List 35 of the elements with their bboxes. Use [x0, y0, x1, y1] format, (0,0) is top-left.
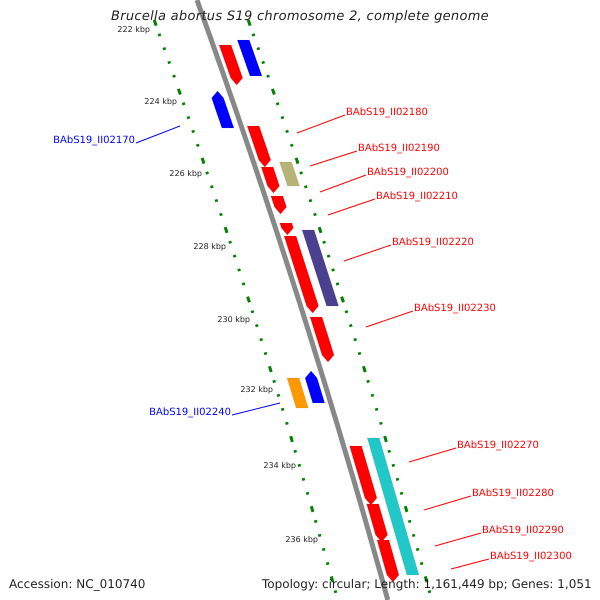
leader-line — [136, 126, 180, 144]
scale-label: 222 kbp — [117, 25, 150, 35]
gene-label: BAbS19_II02200 — [367, 167, 449, 179]
gene-label: BAbS19_II02280 — [472, 488, 554, 500]
leader-line — [296, 114, 346, 134]
gene-label: BAbS19_II02270 — [457, 440, 539, 452]
leader-line — [328, 198, 376, 216]
gene-label: BAbS19_II02180 — [346, 107, 428, 119]
leader-line — [366, 310, 414, 328]
scale-label: 228 kbp — [193, 242, 226, 252]
gene-label: BAbS19_II02190 — [358, 143, 440, 155]
scale-label: 232 kbp — [240, 385, 273, 395]
scale-label: 224 kbp — [144, 97, 177, 107]
gene-label: BAbS19_II02230 — [414, 303, 496, 315]
footer-text: Accession: NC_010740 — [9, 577, 146, 591]
gene-label: BAbS19_II02170 — [53, 135, 135, 147]
scale-label: 234 kbp — [263, 461, 296, 471]
gene-label: BAbS19_II02290 — [482, 525, 564, 537]
leader-line — [232, 402, 280, 416]
gene-label: BAbS19_II02300 — [490, 551, 572, 563]
leader-line — [310, 150, 358, 166]
gene-label: BAbS19_II02240 — [149, 407, 231, 419]
leader-line — [408, 448, 456, 462]
leader-line — [450, 558, 490, 570]
leader-line — [424, 496, 472, 510]
scale-label: 236 kbp — [285, 535, 318, 545]
gene-label: BAbS19_II02210 — [376, 191, 458, 203]
scale-label: 226 kbp — [169, 169, 202, 179]
scale-label: 230 kbp — [217, 315, 250, 325]
leader-line — [320, 174, 366, 192]
gene-label: BAbS19_II02220 — [392, 237, 474, 249]
leader-line — [434, 532, 482, 546]
leader-line — [344, 244, 392, 262]
footer-text: Topology: circular; Length: 1,161,449 bp; Genes: 1,051 — [262, 577, 592, 591]
map-title: Brucella abortus S19 chromosome 2, complete genome — [110, 9, 490, 24]
